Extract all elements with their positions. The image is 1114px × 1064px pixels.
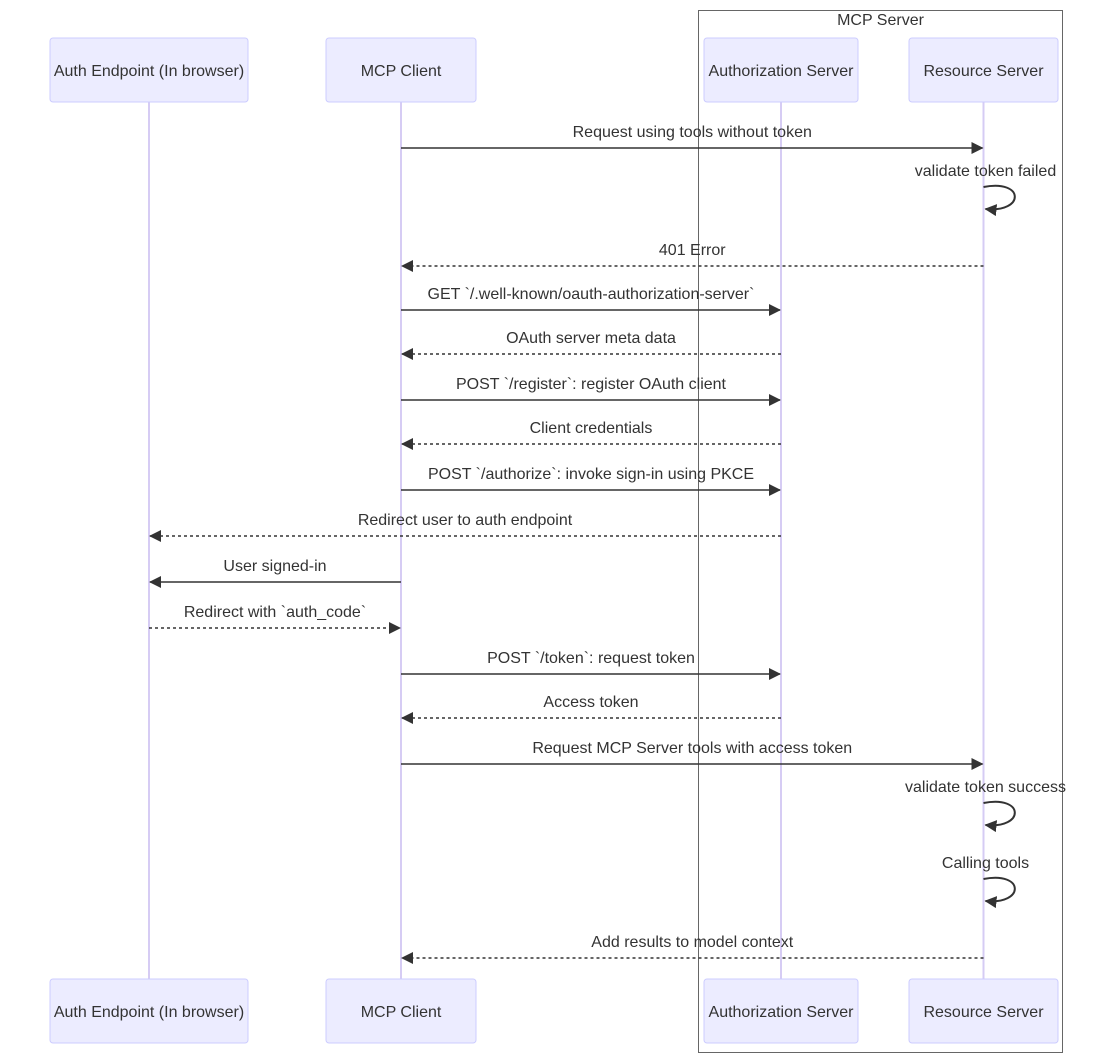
message-label-6: Client credentials — [530, 420, 653, 437]
message-label-16: Add results to model context — [591, 934, 793, 951]
mcp-server-group-label: MCP Server — [837, 12, 925, 29]
message-label-11: POST `/token`: request token — [487, 650, 695, 667]
message-label-14: validate token success — [905, 779, 1066, 796]
participant-box-resource-top — [908, 37, 1059, 103]
message-label-7: POST `/authorize`: invoke sign-in using … — [428, 466, 754, 483]
lifelines — [148, 102, 985, 979]
participant-box-authz-bottom — [703, 978, 859, 1044]
message-label-9: User signed-in — [223, 558, 326, 575]
message-label-10: Redirect with `auth_code` — [184, 604, 366, 621]
messages: Request using tools without token validat… — [149, 124, 1066, 964]
participant-label-authz-top: Authorization Server — [709, 63, 855, 80]
message-label-5: POST `/register`: register OAuth client — [456, 376, 727, 393]
participant-label-client-bottom: MCP Client — [361, 1004, 442, 1021]
participant-label-auth-top: Auth Endpoint (In browser) — [54, 63, 244, 80]
participant-box-authz-top — [703, 37, 859, 103]
participant-box-client-bottom — [325, 978, 477, 1044]
participant-label-authz-bottom: Authorization Server — [709, 1004, 855, 1021]
message-label-15: Calling tools — [942, 855, 1029, 872]
mcp-server-group-box — [698, 10, 1063, 1053]
participant-label-client-top: MCP Client — [361, 63, 442, 80]
participant-label-resource-top: Resource Server — [923, 63, 1044, 80]
participant-label-resource-bottom: Resource Server — [923, 1004, 1044, 1021]
message-label-12: Access token — [543, 694, 638, 711]
message-label-0: Request using tools without token — [573, 124, 812, 141]
participant-box-resource-bottom — [908, 978, 1059, 1044]
participant-box-client-top — [325, 37, 477, 103]
message-label-2: 401 Error — [659, 242, 726, 259]
message-arrow-1 — [983, 184, 1016, 217]
message-arrow-15 — [983, 876, 1016, 909]
message-label-8: Redirect user to auth endpoint — [358, 512, 573, 529]
message-label-13: Request MCP Server tools with access tok… — [532, 740, 852, 757]
participants: Auth Endpoint (In browser) Auth Endpoint … — [49, 37, 1059, 1044]
participant-box-auth-bottom — [49, 978, 249, 1044]
participant-box-auth-top — [49, 37, 249, 103]
message-label-1: validate token failed — [915, 163, 1056, 180]
message-arrow-14 — [983, 800, 1016, 833]
message-label-3: GET `/.well-known/oauth-authorization-se… — [428, 286, 755, 303]
participant-label-auth-bottom: Auth Endpoint (In browser) — [54, 1004, 244, 1021]
message-label-4: OAuth server meta data — [506, 330, 676, 347]
